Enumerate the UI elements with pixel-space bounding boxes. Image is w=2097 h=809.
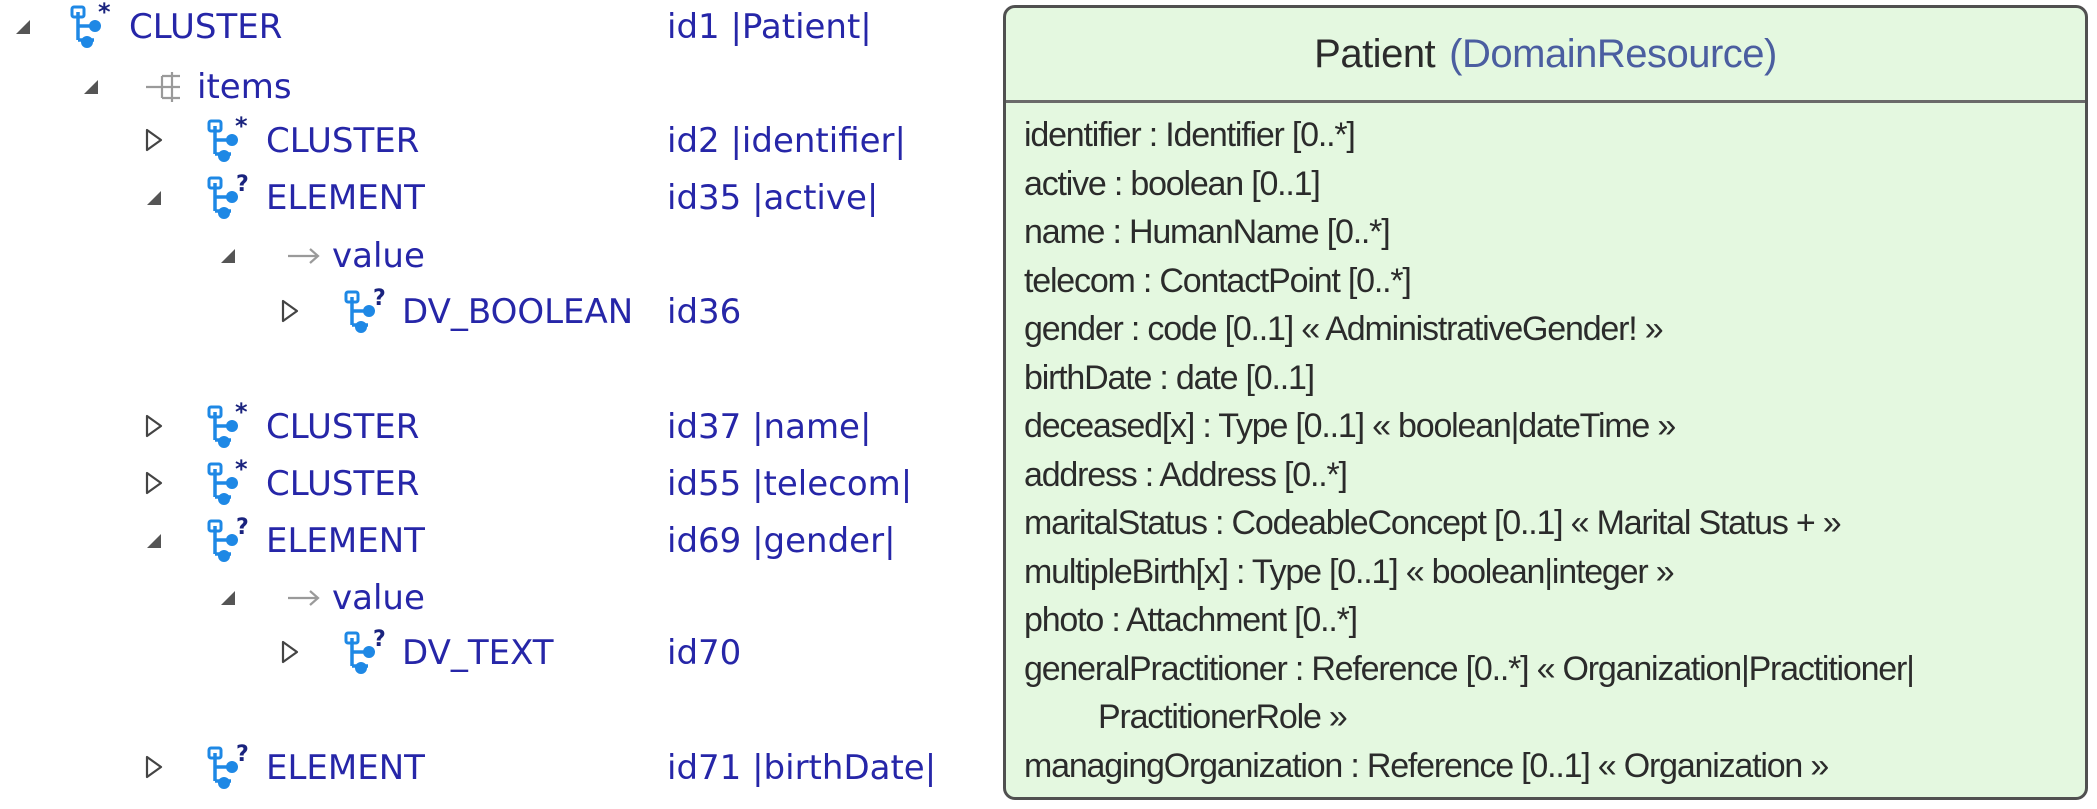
svg-text:?: ? (236, 743, 249, 767)
svg-text:?: ? (373, 628, 386, 652)
collapse-arrow-icon[interactable] (217, 241, 239, 269)
uml-attribute: active : boolean [0..1] (1024, 164, 1321, 203)
tree-node-label: items (197, 67, 292, 107)
element-optional-icon: ? (205, 172, 255, 223)
expand-arrow-icon[interactable] (143, 126, 165, 154)
svg-text:?: ? (236, 516, 249, 540)
uml-attribute-list: identifier : Identifier [0..*] active : … (1006, 103, 2085, 790)
tree-node-id: id69 |gender| (667, 521, 896, 561)
uml-attribute: address : Address [0..*] (1024, 455, 1348, 494)
uml-attribute: identifier : Identifier [0..*] (1024, 116, 1356, 154)
uml-attribute: gender : code [0..1] « AdministrativeGen… (1024, 310, 1664, 348)
tree-node-label: DV_BOOLEAN (402, 292, 634, 332)
tree-node-label: DV_TEXT (402, 633, 554, 673)
tree-row[interactable]: * CLUSTER id37 |name| (0, 398, 990, 452)
svg-text:*: * (235, 459, 248, 483)
collapse-arrow-icon[interactable] (12, 12, 34, 40)
uml-class-box: Patient (DomainResource) identifier : Id… (1003, 5, 2088, 800)
tree-node-id: id71 |birthDate| (667, 748, 937, 788)
tree-node-label: CLUSTER (266, 407, 420, 447)
uml-class-name: Patient (1314, 31, 1436, 76)
uml-attribute: name : HumanName [0..*] (1024, 213, 1391, 251)
tree-node-label: value (332, 236, 425, 276)
tree-node-label: value (332, 578, 425, 618)
tree-node-id: id1 |Patient| (667, 7, 872, 47)
uml-attribute: birthDate : date [0..1] (1024, 358, 1315, 397)
element-optional-icon: ? (342, 286, 392, 337)
tree-row[interactable]: ? ELEMENT id69 |gender| (0, 515, 990, 566)
tree-row[interactable]: * CLUSTER id1 |Patient| (0, 0, 990, 52)
tree-node-id: id37 |name| (667, 407, 872, 447)
cluster-multiple-icon: * (205, 455, 255, 509)
expand-arrow-icon[interactable] (279, 638, 301, 666)
element-optional-icon: ? (342, 627, 392, 678)
svg-text:*: * (98, 2, 111, 26)
tree-node-label: ELEMENT (266, 748, 425, 788)
svg-text:?: ? (236, 173, 249, 197)
element-optional-icon: ? (205, 515, 255, 566)
element-optional-icon: ? (205, 742, 255, 793)
tree-node-id: id36 (667, 292, 742, 332)
collapse-arrow-icon[interactable] (217, 583, 239, 611)
expand-arrow-icon[interactable] (143, 753, 165, 781)
tree-node-id: id35 |active| (667, 178, 879, 218)
svg-text:*: * (235, 402, 248, 426)
cluster-multiple-icon: * (205, 112, 255, 166)
attribute-single-icon (280, 231, 330, 281)
tree-row[interactable]: ? DV_BOOLEAN id36 (0, 286, 990, 337)
svg-text:?: ? (373, 287, 386, 311)
uml-attribute: deceased[x] : Type [0..1] « boolean|date… (1024, 407, 1676, 445)
tree-node-id: id70 (667, 633, 742, 673)
attribute-single-icon (280, 573, 330, 623)
tree-node-label: ELEMENT (266, 521, 425, 561)
tree-row[interactable]: * CLUSTER id2 |identifier| (0, 112, 990, 166)
uml-attribute-continuation: PractitionerRole » (1098, 698, 1348, 736)
tree-node-label: CLUSTER (266, 121, 420, 161)
tree-row[interactable]: ? ELEMENT id71 |birthDate| (0, 742, 990, 793)
tree-node-label: CLUSTER (129, 7, 283, 47)
tree-row[interactable]: value (0, 233, 990, 279)
uml-attribute: maritalStatus : CodeableConcept [0..1] «… (1024, 504, 1842, 542)
expand-arrow-icon[interactable] (279, 297, 301, 325)
tree-row[interactable]: items (0, 64, 990, 110)
svg-text:*: * (235, 116, 248, 140)
tree-node-id: id2 |identifier| (667, 121, 906, 161)
tree-row[interactable]: * CLUSTER id55 |telecom| (0, 455, 990, 509)
tree-row[interactable]: ? DV_TEXT id70 (0, 627, 990, 678)
uml-attribute: telecom : ContactPoint [0..*] (1024, 261, 1412, 300)
uml-attribute: generalPractitioner : Reference [0..*] «… (1024, 649, 1915, 688)
tree-node-id: id55 |telecom| (667, 464, 913, 504)
uml-class-stereotype: (DomainResource) (1449, 31, 1777, 76)
attribute-multiple-icon (140, 62, 190, 112)
uml-attribute: managingOrganization : Reference [0..1] … (1024, 746, 1829, 785)
uml-attribute: photo : Attachment [0..*] (1024, 601, 1358, 639)
cluster-multiple-icon: * (205, 398, 255, 452)
tree-row[interactable]: ? ELEMENT id35 |active| (0, 172, 990, 223)
collapse-arrow-icon[interactable] (143, 183, 165, 211)
uml-class-header: Patient (DomainResource) (1006, 8, 2085, 103)
uml-attribute: multipleBirth[x] : Type [0..1] « boolean… (1024, 552, 1675, 591)
tree-node-label: ELEMENT (266, 178, 425, 218)
collapse-arrow-icon[interactable] (143, 526, 165, 554)
collapse-arrow-icon[interactable] (80, 72, 102, 100)
tree-node-label: CLUSTER (266, 464, 420, 504)
cluster-multiple-icon: * (68, 0, 118, 52)
expand-arrow-icon[interactable] (143, 412, 165, 440)
expand-arrow-icon[interactable] (143, 469, 165, 497)
tree-row[interactable]: value (0, 575, 990, 621)
